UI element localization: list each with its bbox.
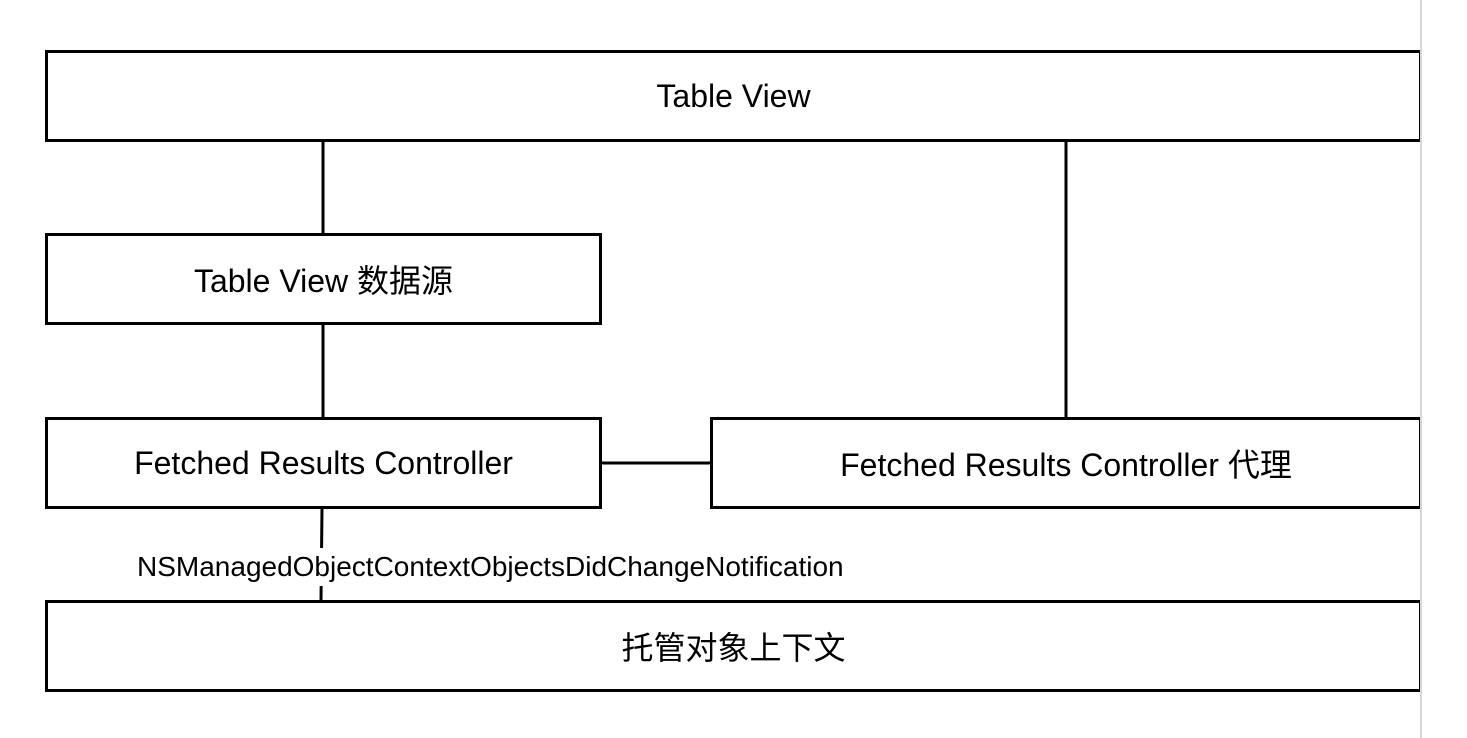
page-edge-divider [1420,0,1422,738]
table-view-node: Table View [45,50,1422,142]
fetched-results-controller-delegate-node: Fetched Results Controller 代理 [710,417,1422,509]
managed-object-context-label: 托管对象上下文 [621,630,846,666]
table-view-datasource-node: Table View 数据源 [45,233,602,325]
table-view-label: Table View [656,77,811,114]
fetched-results-controller-delegate-label: Fetched Results Controller 代理 [840,447,1292,483]
managed-object-context-node: 托管对象上下文 [45,600,1422,692]
fetched-results-controller-label: Fetched Results Controller [134,444,513,481]
table-view-datasource-label: Table View 数据源 [193,263,454,299]
fetched-results-controller-node: Fetched Results Controller [45,417,602,509]
notification-edge-label: NSManagedObjectContextObjectsDidChangeNo… [135,548,846,586]
